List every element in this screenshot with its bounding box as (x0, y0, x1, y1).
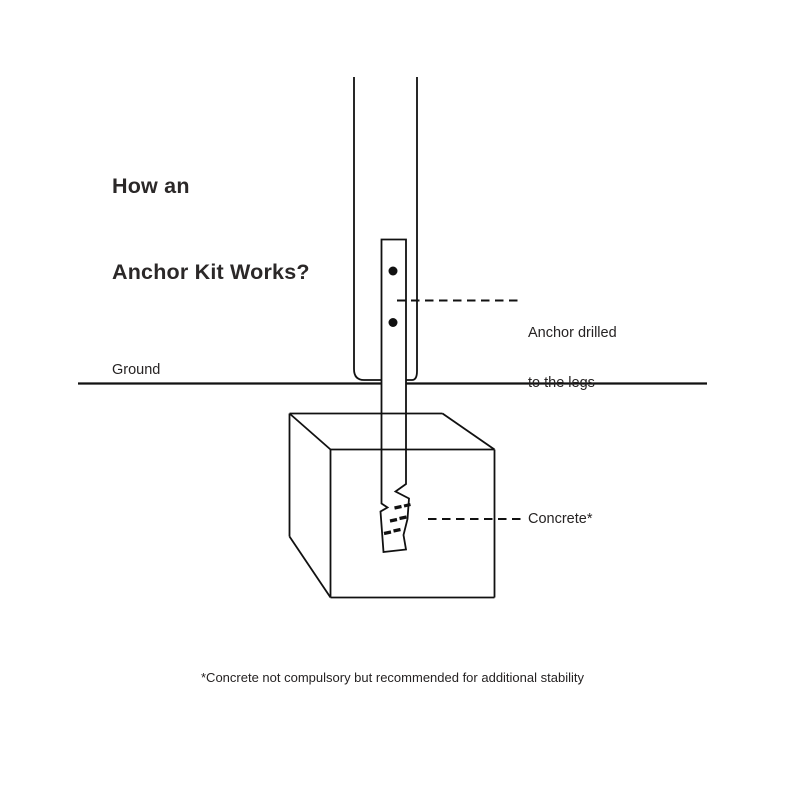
drill-hole-dot (388, 266, 398, 276)
page-title: How an Anchor Kit Works? (112, 115, 310, 343)
concrete-callout-label: Concrete* (528, 511, 593, 527)
title-line-1: How an (112, 174, 190, 198)
footnote: *Concrete not compulsory but recommended… (201, 670, 584, 685)
drill-holes (388, 266, 398, 327)
anchor-callout-line-2: to the legs (528, 374, 595, 391)
anchor-callout-line-1: Anchor drilled (528, 325, 617, 341)
anchor-callout-label: Anchor drilled to the legs (528, 292, 617, 424)
anchor-plate (379, 238, 410, 553)
title-line-2: Anchor Kit Works? (112, 259, 310, 284)
concrete-block (288, 412, 496, 599)
ground-label: Ground (112, 362, 161, 378)
anchor-bent-tip-dashes (383, 502, 411, 536)
drill-hole-dot (388, 318, 398, 327)
